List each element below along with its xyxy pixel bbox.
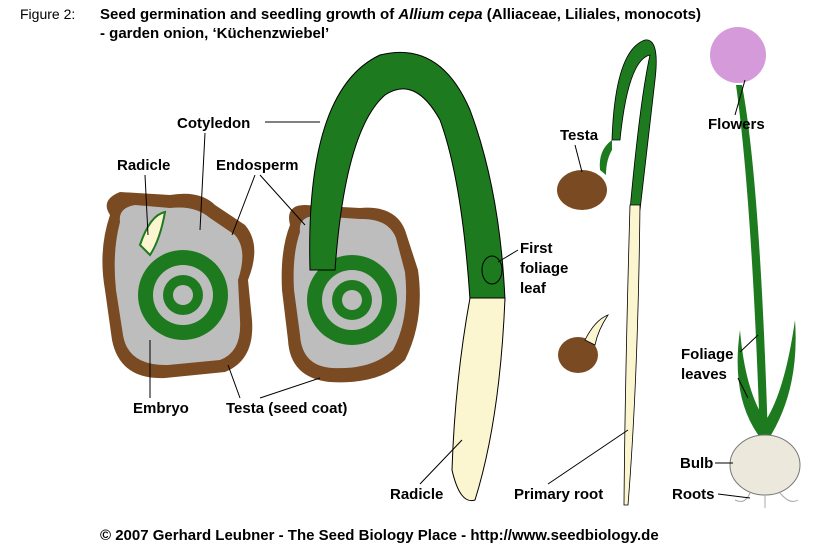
seed-stage-2: [281, 205, 420, 383]
label-radicle-bottom: Radicle: [390, 486, 443, 503]
figure-title: Seed germination and seedling growth of …: [100, 6, 701, 23]
label-cotyledon: Cotyledon: [177, 115, 250, 132]
label-roots: Roots: [672, 486, 715, 503]
mature-onion-plant: [710, 27, 801, 508]
figure-subtitle: - garden onion, ‘Küchenzwiebel’: [100, 25, 329, 42]
label-embryo: Embryo: [133, 400, 189, 417]
label-primary-root: Primary root: [514, 486, 603, 503]
label-endosperm: Endosperm: [216, 157, 299, 174]
label-radicle-top: Radicle: [117, 157, 170, 174]
figure-label: Figure 2:: [20, 6, 75, 22]
seed-stage-1: [102, 192, 255, 379]
seedling-arch: [309, 51, 506, 502]
copyright-footer: © 2007 Gerhard Leubner - The Seed Biolog…: [100, 527, 659, 544]
label-testa-seed-coat: Testa (seed coat): [226, 400, 347, 417]
seedling-with-testa: [557, 39, 657, 506]
label-flowers: Flowers: [708, 116, 765, 133]
label-testa-top: Testa: [560, 127, 599, 144]
label-bulb: Bulb: [680, 455, 713, 472]
germinating-seed: [558, 314, 610, 373]
